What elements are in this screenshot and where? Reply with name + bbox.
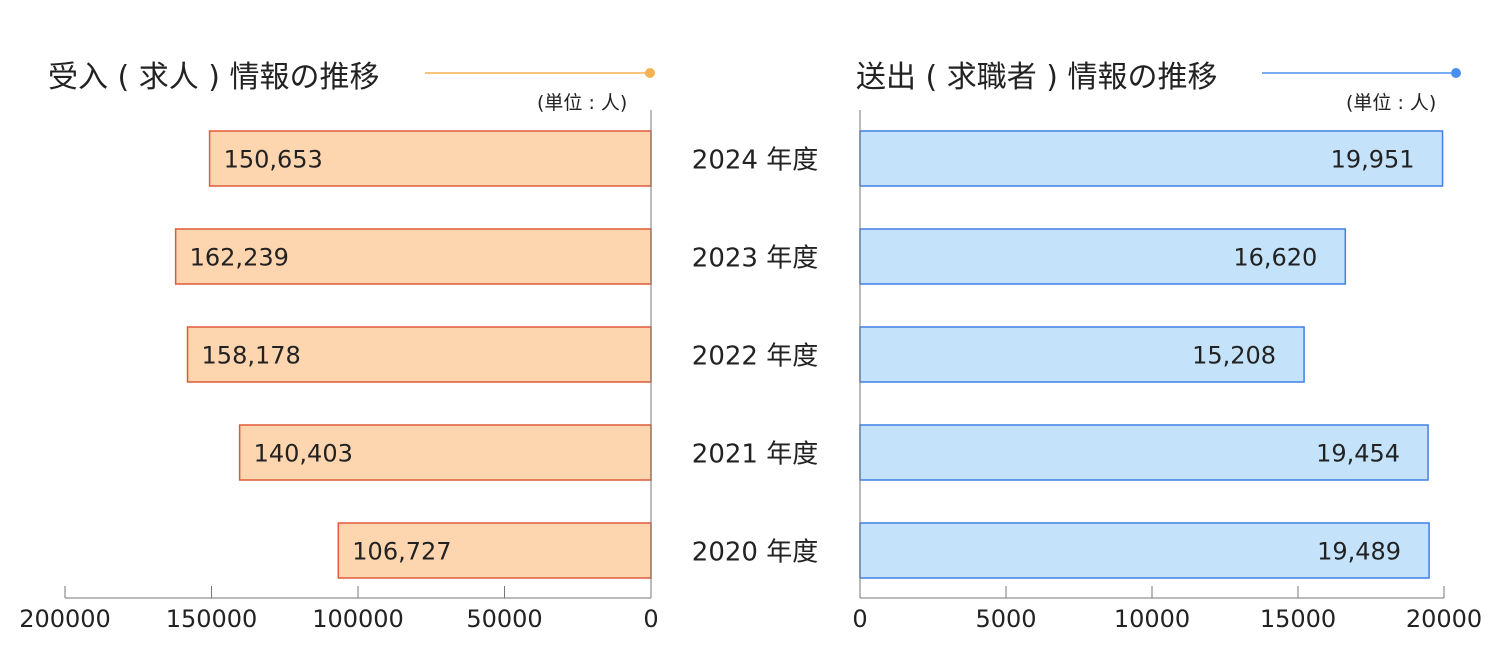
year-category-label: 2022 年度 (692, 342, 818, 372)
right-x-tick-label: 0 (852, 605, 867, 633)
left-unit-label: (単位 : 人) (537, 92, 628, 114)
year-category-label: 2024 年度 (692, 146, 818, 176)
left-bar (238, 424, 652, 481)
left-title-accent-dot (645, 68, 655, 78)
left-bar-value-label: 106,727 (352, 538, 451, 566)
left-x-tick-label: 150000 (166, 605, 258, 633)
right-unit-label: (単位 : 人) (1346, 92, 1437, 114)
left-x-tick-label: 50000 (466, 605, 542, 633)
right-title-accent-dot (1451, 68, 1461, 78)
right-bar-value-label: 19,489 (1317, 538, 1401, 566)
right-bar-value-label: 19,454 (1316, 440, 1400, 468)
right-chart-title: 送出 ( 求職者 ) 情報の推移 (856, 60, 1218, 95)
left-bar-value-label: 158,178 (202, 342, 301, 370)
left-x-tick-label: 200000 (19, 605, 111, 633)
right-bar (859, 326, 1305, 383)
left-bar (186, 326, 652, 383)
left-x-tick-label: 100000 (312, 605, 404, 633)
year-category-label: 2020 年度 (692, 538, 818, 568)
left-bar (208, 130, 652, 187)
right-bar (859, 130, 1444, 187)
left-bar-value-label: 140,403 (254, 440, 353, 468)
right-bar (859, 228, 1347, 285)
right-bar (859, 522, 1430, 579)
right-bar-value-label: 19,951 (1331, 146, 1415, 174)
year-category-label: 2021 年度 (692, 440, 818, 470)
left-chart-title: 受入 ( 求人 ) 情報の推移 (48, 60, 380, 95)
right-x-tick-label: 10000 (1114, 605, 1190, 633)
left-bar-value-label: 150,653 (224, 146, 323, 174)
right-x-tick-label: 15000 (1260, 605, 1336, 633)
right-bar-value-label: 15,208 (1192, 342, 1276, 370)
right-x-tick-label: 20000 (1406, 605, 1482, 633)
right-x-tick-label: 5000 (975, 605, 1036, 633)
left-bar (337, 522, 652, 579)
left-bar (174, 228, 652, 285)
year-category-label: 2023 年度 (692, 244, 818, 274)
left-bar-value-label: 162,239 (190, 244, 289, 272)
left-x-tick-label: 0 (643, 605, 658, 633)
right-bar-value-label: 16,620 (1233, 244, 1317, 272)
